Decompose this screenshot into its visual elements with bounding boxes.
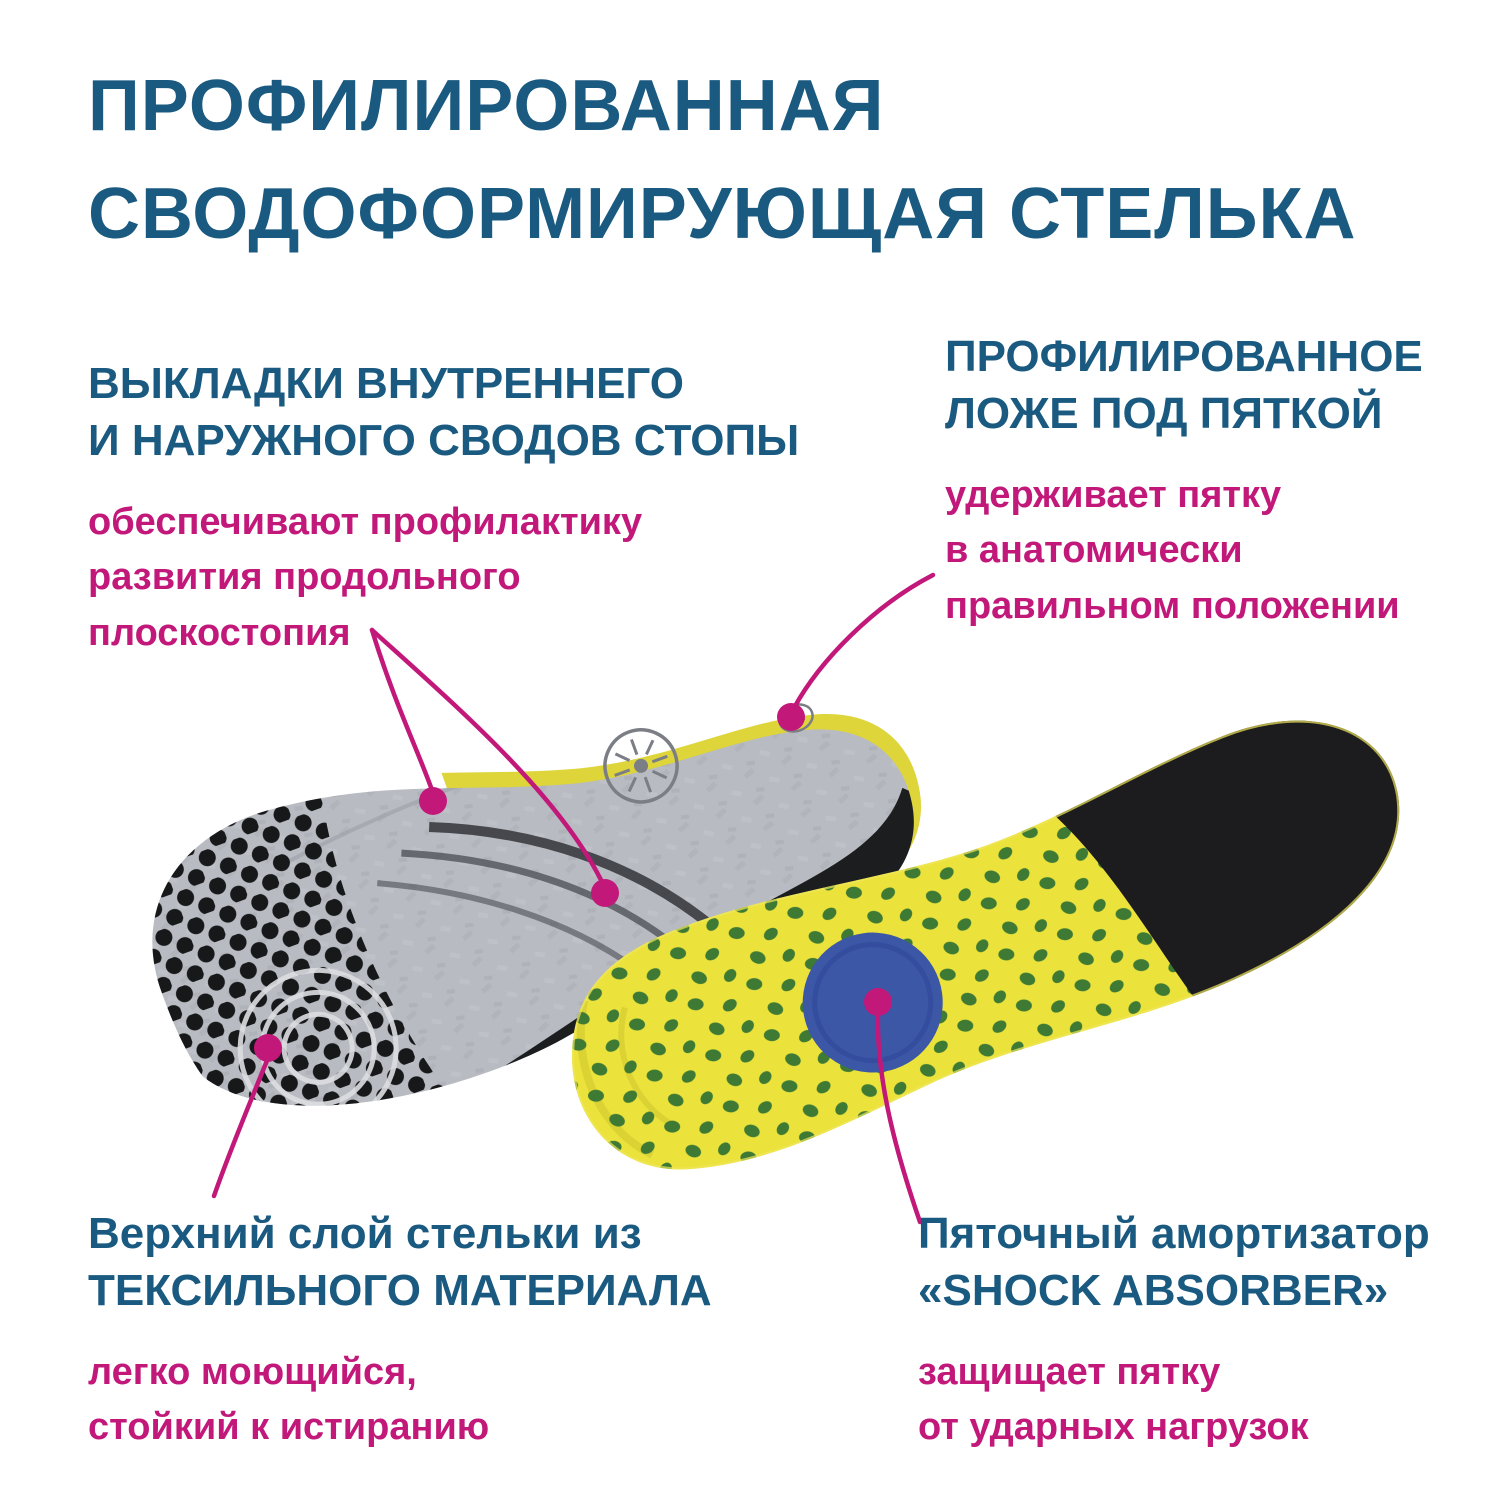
insole-swoosh-line <box>429 822 713 928</box>
arch-supports-heading: ВЫКЛАДКИ ВНУТРЕННЕГО И НАРУЖНОГО СВОДОВ … <box>88 359 800 466</box>
callout-dot-top-layer <box>254 1034 282 1062</box>
callout-dot-arch-1 <box>419 787 447 815</box>
top-layer-body: легко моющийся, стойкий к истиранию <box>88 1351 490 1449</box>
callout-shock-absorber: Пяточный амортизатор «SHOCK ABSORBER» за… <box>918 1205 1430 1456</box>
shock-absorber-body: защищает пятку от ударных нагрузок <box>918 1351 1309 1449</box>
callout-top-layer: Верхний слой стельки из ТЕКСИЛЬНОГО МАТЕ… <box>88 1205 712 1456</box>
arch-supports-body: обеспечивают профилактику развития продо… <box>88 501 643 654</box>
shock-absorber-ring <box>812 942 934 1064</box>
heel-bed-body: удерживает пятку в анатомически правильн… <box>945 474 1400 627</box>
callout-line-top-layer <box>211 1055 271 1199</box>
page-title: ПРОФИЛИРОВАННАЯ СВОДОФОРМИРУЮЩАЯ СТЕЛЬКА <box>88 66 1357 254</box>
callout-dot-heel-bed <box>777 703 805 731</box>
callout-dot-arch-2 <box>591 879 619 907</box>
brand-stamp-icon <box>603 728 679 804</box>
callout-line-arch-1 <box>369 627 436 796</box>
insole-swoosh-line <box>401 849 677 949</box>
insole-swoosh-line <box>377 880 641 974</box>
callout-arch-supports: ВЫКЛАДКИ ВНУТРЕННЕГО И НАРУЖНОГО СВОДОВ … <box>88 355 799 661</box>
heel-bed-heading: ПРОФИЛИРОВАННОЕ ЛОЖЕ ПОД ПЯТКОЙ <box>945 332 1423 439</box>
callout-lines <box>211 572 936 1225</box>
callout-line-arch-2 <box>369 627 606 887</box>
callout-line-shock-absorber <box>875 1009 923 1225</box>
shock-absorber-heading: Пяточный амортизатор «SHOCK ABSORBER» <box>918 1209 1430 1316</box>
callout-line-heel-bed <box>791 572 936 711</box>
top-layer-heading: Верхний слой стельки из ТЕКСИЛЬНОГО МАТЕ… <box>88 1209 712 1316</box>
callout-dot-shock-absorber <box>864 988 892 1016</box>
callout-dots <box>254 703 892 1062</box>
callout-heel-bed: ПРОФИЛИРОВАННОЕ ЛОЖЕ ПОД ПЯТКОЙ удержива… <box>945 328 1423 634</box>
